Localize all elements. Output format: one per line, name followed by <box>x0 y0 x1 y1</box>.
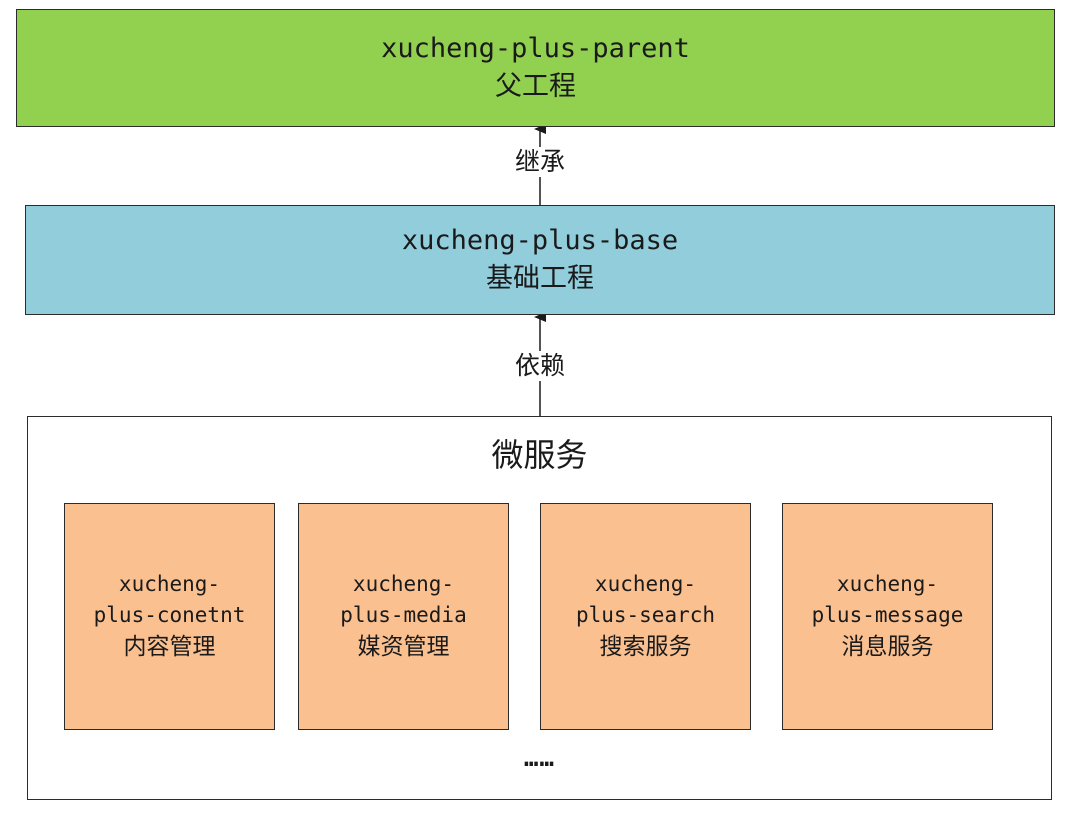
base-project-label: 基础工程 <box>486 263 594 294</box>
service-name-line2: plus-conetnt <box>93 603 246 627</box>
service-name-line1: xucheng- <box>118 572 221 596</box>
service-label: 媒资管理 <box>357 634 450 660</box>
service-name-line2: plus-media <box>340 603 467 627</box>
parent-project-node: xucheng-plus-parent 父工程 <box>16 9 1055 127</box>
service-name-line1: xucheng- <box>836 572 939 596</box>
parent-project-name: xucheng-plus-parent <box>381 33 690 64</box>
depend-label: 依赖 <box>490 351 590 381</box>
base-project-name: xucheng-plus-base <box>401 225 679 256</box>
service-name-line2: plus-search <box>575 603 716 627</box>
service-node-message: xucheng- plus-message 消息服务 <box>782 503 993 730</box>
service-label: 内容管理 <box>123 634 216 660</box>
service-name-line1: xucheng- <box>352 572 455 596</box>
base-project-node: xucheng-plus-base 基础工程 <box>25 205 1055 315</box>
microservices-title: 微服务 <box>491 436 588 474</box>
parent-project-label: 父工程 <box>495 71 576 102</box>
service-node-search: xucheng- plus-search 搜索服务 <box>540 503 751 730</box>
service-label: 搜索服务 <box>599 634 692 660</box>
microservices-group: 微服务 xucheng- plus-conetnt 内容管理 xucheng- … <box>27 416 1052 800</box>
inherit-label: 继承 <box>490 147 590 177</box>
service-label: 消息服务 <box>841 634 934 660</box>
service-node-content: xucheng- plus-conetnt 内容管理 <box>64 503 275 730</box>
service-node-media: xucheng- plus-media 媒资管理 <box>298 503 509 730</box>
service-name-line2: plus-message <box>811 603 964 627</box>
more-services-ellipsis: …… <box>524 744 555 772</box>
service-name-line1: xucheng- <box>594 572 697 596</box>
